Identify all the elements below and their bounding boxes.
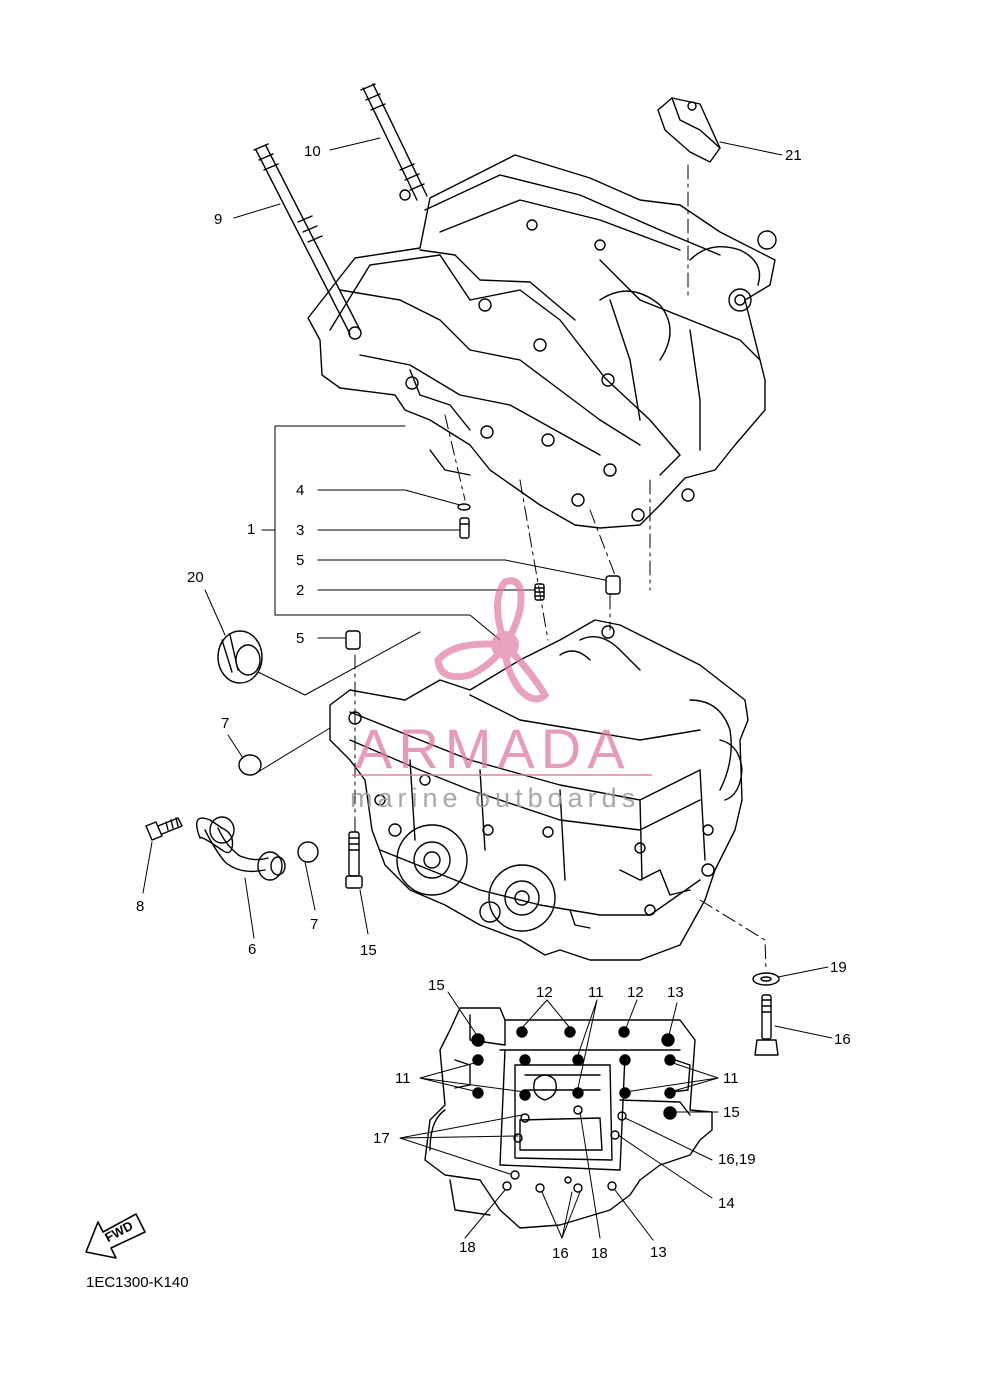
callout-4: 4 (296, 482, 305, 499)
callout-12: 12 (536, 984, 553, 1001)
callout-7: 7 (221, 715, 230, 732)
alignment-lines (354, 164, 767, 971)
part-7-oring-b (297, 841, 319, 863)
callout-16: 16 (834, 1031, 851, 1048)
diagram-code: 1EC1300-K140 (86, 1274, 189, 1291)
watermark-title: ARMADA (355, 717, 631, 780)
crankcase-bottom-view (424, 1007, 713, 1229)
callout-18: 18 (459, 1239, 476, 1256)
callout-15: 15 (723, 1104, 740, 1121)
callout-16: 16 (552, 1245, 569, 1262)
part-16-bolt (754, 994, 779, 1056)
callout-12: 12 (627, 984, 644, 1001)
watermark-subtitle: marine outboards (350, 783, 641, 813)
part-21-cover (657, 97, 721, 163)
callout-11: 11 (588, 984, 604, 1001)
part-3-pipe (459, 517, 470, 539)
callout-11: 11 (395, 1070, 411, 1087)
leader-lines (142, 137, 833, 1241)
part-15-bolt (345, 831, 363, 889)
propeller-logo-icon (434, 577, 550, 703)
callout-5: 5 (296, 630, 305, 647)
fwd-arrow-icon (85, 1213, 146, 1259)
callout-7: 7 (310, 916, 319, 933)
part-6-pipe (196, 816, 286, 881)
callout-18: 18 (591, 1245, 608, 1262)
callout-11: 11 (723, 1070, 739, 1087)
callout-6: 6 (248, 941, 257, 958)
part-5-dowel-a (605, 575, 621, 595)
callout-13: 13 (667, 984, 684, 1001)
callout-20: 20 (187, 569, 204, 586)
part-19-washer (752, 972, 780, 986)
upper-crankcase (307, 154, 777, 529)
callout-13: 13 (650, 1244, 667, 1261)
callout-19: 19 (830, 959, 847, 976)
part-4-oring (457, 503, 471, 511)
part-8-bolt (145, 817, 183, 841)
part-9-stud (253, 143, 361, 335)
callout-17: 17 (373, 1130, 390, 1147)
callout-21: 21 (785, 147, 802, 164)
callout-15: 15 (428, 977, 445, 994)
part-10-stud (360, 83, 428, 201)
callout-8: 8 (136, 898, 145, 915)
callout-3: 3 (296, 522, 305, 539)
callout-16-19: 16,19 (718, 1151, 756, 1168)
callout-10: 10 (304, 143, 321, 160)
callout-2: 2 (296, 582, 305, 599)
callout-14: 14 (718, 1195, 735, 1212)
part-7-oring-a (238, 754, 262, 776)
part-20-seal (217, 630, 263, 684)
callout-9: 9 (214, 211, 223, 228)
part-5-dowel-b (345, 630, 361, 650)
callout-5: 5 (296, 552, 305, 569)
callout-1: 1 (247, 521, 256, 538)
callout-15: 15 (360, 942, 377, 959)
